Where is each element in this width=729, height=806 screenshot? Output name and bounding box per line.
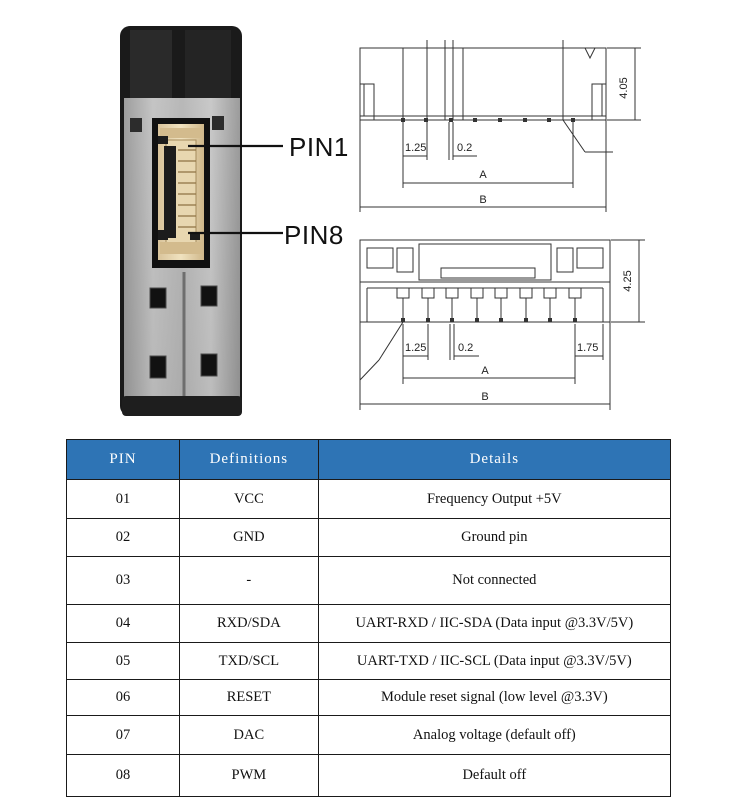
header-details: Details xyxy=(317,439,672,480)
pin-number: 05 xyxy=(65,642,181,680)
pin-number: 08 xyxy=(65,754,181,797)
sensor-module-illustration xyxy=(120,26,283,416)
pin-definition: DAC xyxy=(179,715,319,755)
pin-definition: - xyxy=(179,556,319,605)
pin-definition: GND xyxy=(179,518,319,557)
pin-definition: PWM xyxy=(179,754,319,797)
bottom-dim-a: A xyxy=(481,365,489,377)
pin-details: Ground pin xyxy=(317,518,672,557)
top-pitch-dim: 1.25 xyxy=(405,142,426,154)
pin-definition: RESET xyxy=(179,679,319,716)
pin8-label: PIN8 xyxy=(284,220,344,250)
sensor-module-photo: PIN1 PIN8 xyxy=(0,0,350,430)
pin-details: Frequency Output +5V xyxy=(317,479,672,519)
top-dim-b: B xyxy=(479,194,486,206)
table-header-row: PIN Definitions Details xyxy=(65,439,672,480)
table-row: 03 - Not connected xyxy=(65,556,672,605)
table-row: 01 VCC Frequency Output +5V xyxy=(65,479,672,519)
pin-number: 01 xyxy=(65,479,181,519)
table-row: 04 RXD/SDA UART-RXD / IIC-SDA (Data inpu… xyxy=(65,604,672,643)
pin-number: 04 xyxy=(65,604,181,643)
bottom-height-dim: 4.25 xyxy=(622,270,634,291)
pin-number: 02 xyxy=(65,518,181,557)
pin-number: 03 xyxy=(65,556,181,605)
pin1-label: PIN1 xyxy=(289,132,349,162)
pin-details: Not connected xyxy=(317,556,672,605)
pin-definition: VCC xyxy=(179,479,319,519)
pin-details: UART-RXD / IIC-SDA (Data input @3.3V/5V) xyxy=(317,604,672,643)
bottom-edge-dim: 1.75 xyxy=(577,342,598,354)
pin-details: Analog voltage (default off) xyxy=(317,715,672,755)
top-height-dim: 4.05 xyxy=(618,77,630,98)
pin-definition: TXD/SCL xyxy=(179,642,319,680)
pin-details: UART-TXD / IIC-SCL (Data input @3.3V/5V) xyxy=(317,642,672,680)
table-row: 02 GND Ground pin xyxy=(65,518,672,557)
bottom-dim-b: B xyxy=(481,391,488,403)
bottom-pin-width-dim: 0.2 xyxy=(458,342,473,354)
header-definitions: Definitions xyxy=(179,439,319,480)
pin-details: Module reset signal (low level @3.3V) xyxy=(317,679,672,716)
top-dim-a: A xyxy=(479,169,487,181)
table-row: 07 DAC Analog voltage (default off) xyxy=(65,715,672,755)
top-pin-width-dim: 0.2 xyxy=(457,142,472,154)
header-pin: PIN xyxy=(65,439,181,480)
pin-details: Default off xyxy=(317,754,672,797)
pin-number: 07 xyxy=(65,715,181,755)
bottom-pitch-dim: 1.25 xyxy=(405,342,426,354)
pin-number: 06 xyxy=(65,679,181,716)
pin-definition: RXD/SDA xyxy=(179,604,319,643)
pin-definition-table: PIN Definitions Details 01 VCC Frequency… xyxy=(65,439,672,797)
table-row: 06 RESET Module reset signal (low level … xyxy=(65,679,672,716)
connector-drawing-svg: 4.05 1.25 0.2 A B 4.25 1.25 0.2 1.75 A B xyxy=(359,40,645,410)
table-row: 05 TXD/SCL UART-TXD / IIC-SCL (Data inpu… xyxy=(65,642,672,680)
table-row: 08 PWM Default off xyxy=(65,754,672,797)
connector-mechanical-drawing: 4.05 1.25 0.2 A B 4.25 1.25 0.2 1.75 A B xyxy=(345,0,729,430)
